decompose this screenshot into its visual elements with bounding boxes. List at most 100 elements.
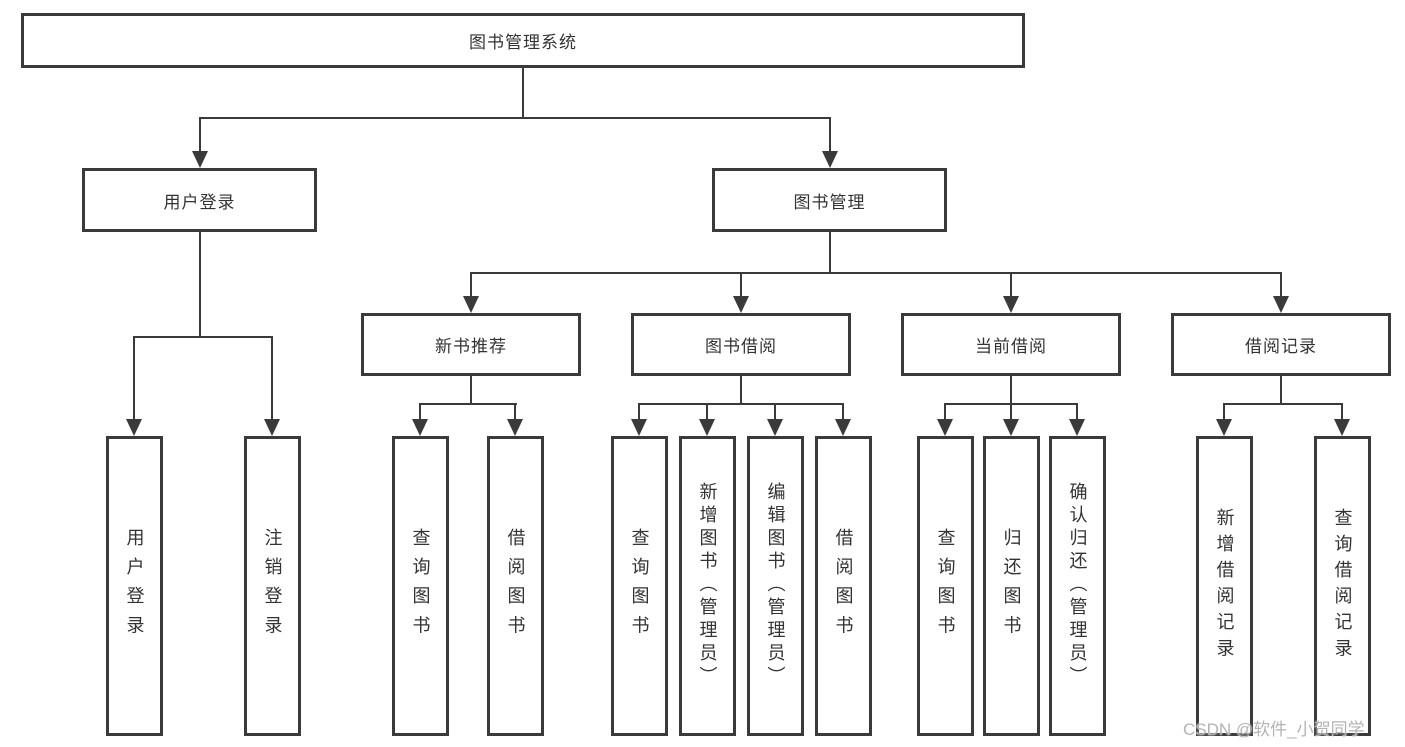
node-book-management-label: 图书管理 [793, 192, 866, 212]
connector-hline-group4 [1223, 403, 1343, 405]
down-arrow-icon [264, 336, 280, 436]
arrow-shaft [1010, 403, 1012, 420]
arrow-shaft [1076, 403, 1078, 420]
down-arrow-icon [1334, 403, 1350, 436]
arrow-head [192, 151, 208, 168]
down-arrow-icon [126, 336, 142, 436]
arrow-head [1216, 419, 1232, 436]
leaf-logout-label: 注销登录 [262, 527, 283, 645]
down-arrow-icon [822, 118, 838, 168]
arrow-head [507, 419, 523, 436]
leaf-user-login-label: 用户登录 [124, 527, 145, 645]
node-root: 图书管理系统 [21, 13, 1025, 68]
down-arrow-icon [1273, 272, 1289, 313]
leaf-return-book-label: 归还图书 [1001, 527, 1022, 645]
leaf-confirm-return-admin-label: 确认归还（管理员） [1067, 482, 1088, 690]
down-arrow-icon [463, 272, 479, 313]
node-user-login-label: 用户登录 [163, 192, 236, 212]
node-current-borrow-label: 当前借阅 [975, 337, 1047, 356]
arrow-head [937, 419, 953, 436]
arrow-head [835, 419, 851, 436]
node-new-book-recommend-label: 新书推荐 [435, 337, 507, 356]
down-arrow-icon [1216, 403, 1232, 436]
leaf-confirm-return-admin: 确认归还（管理员） [1049, 436, 1106, 736]
leaf-return-book: 归还图书 [983, 436, 1040, 736]
node-current-borrow: 当前借阅 [901, 313, 1121, 376]
node-root-label: 图书管理系统 [469, 33, 577, 52]
leaf-query-books-current-label: 查询图书 [935, 527, 956, 645]
connector-vline-group2 [740, 376, 742, 403]
arrow-shaft [470, 272, 472, 297]
arrow-shaft [1341, 403, 1343, 420]
node-user-login: 用户登录 [82, 168, 317, 232]
connector-hline-level2 [199, 117, 831, 119]
leaf-add-borrow-record-label: 新增借阅记录 [1214, 507, 1235, 665]
arrow-head [699, 419, 715, 436]
node-borrow-records: 借阅记录 [1171, 313, 1391, 376]
arrow-shaft [842, 403, 844, 420]
down-arrow-icon [835, 403, 851, 436]
leaf-edit-book-admin-label: 编辑图书（管理员） [765, 482, 786, 690]
connector-vline-root [522, 68, 524, 118]
arrow-shaft [419, 403, 421, 420]
connector-vline-user-login [199, 232, 201, 336]
down-arrow-icon [1069, 403, 1085, 436]
connector-vline-group3 [1010, 376, 1012, 403]
node-borrow-records-label: 借阅记录 [1245, 337, 1317, 356]
down-arrow-icon [937, 403, 953, 436]
down-arrow-icon [767, 403, 783, 436]
arrow-shaft [133, 336, 135, 420]
arrow-head [1334, 419, 1350, 436]
arrow-head [1273, 296, 1289, 313]
connector-hline-level3 [470, 272, 1282, 274]
arrow-shaft [944, 403, 946, 420]
arrow-shaft [638, 403, 640, 420]
leaf-user-login: 用户登录 [106, 436, 163, 736]
connector-vline-group1 [470, 376, 472, 403]
arrow-head [463, 296, 479, 313]
arrow-shaft [271, 336, 273, 420]
down-arrow-icon [1003, 403, 1019, 436]
node-book-borrow: 图书借阅 [631, 313, 851, 376]
down-arrow-icon [733, 272, 749, 313]
arrow-shaft [199, 118, 201, 152]
leaf-query-borrow-record-label: 查询借阅记录 [1332, 507, 1353, 665]
arrow-head [264, 419, 280, 436]
leaf-add-borrow-record: 新增借阅记录 [1196, 436, 1253, 736]
node-new-book-recommend: 新书推荐 [361, 313, 581, 376]
arrow-shaft [829, 118, 831, 152]
leaf-query-books-recommend-label: 查询图书 [410, 527, 431, 645]
leaf-borrow-books-borrow-label: 借阅图书 [833, 527, 854, 645]
arrow-shaft [514, 403, 516, 420]
arrow-shaft [740, 272, 742, 297]
arrow-head [733, 296, 749, 313]
arrow-shaft [1223, 403, 1225, 420]
arrow-head [767, 419, 783, 436]
arrow-shaft [1010, 272, 1012, 297]
leaf-borrow-books-borrow: 借阅图书 [815, 436, 872, 736]
leaf-query-borrow-record: 查询借阅记录 [1314, 436, 1371, 736]
connector-vline-group4 [1280, 376, 1282, 403]
arrow-head [822, 151, 838, 168]
leaf-borrow-books-recommend: 借阅图书 [487, 436, 544, 736]
connector-vline-book-management [829, 232, 831, 272]
down-arrow-icon [507, 403, 523, 436]
arrow-head [412, 419, 428, 436]
down-arrow-icon [1003, 272, 1019, 313]
leaf-query-books-borrow: 查询图书 [611, 436, 668, 736]
node-book-borrow-label: 图书借阅 [705, 337, 777, 356]
arrow-shaft [774, 403, 776, 420]
arrow-shaft [706, 403, 708, 420]
leaf-borrow-books-recommend-label: 借阅图书 [505, 527, 526, 645]
arrow-head [1003, 419, 1019, 436]
connector-hline-group2 [638, 403, 844, 405]
node-book-management: 图书管理 [712, 168, 947, 232]
connector-hline-user-login-group [133, 336, 273, 338]
arrow-head [1069, 419, 1085, 436]
leaf-query-books-current: 查询图书 [917, 436, 974, 736]
arrow-shaft [1280, 272, 1282, 297]
leaf-logout: 注销登录 [244, 436, 301, 736]
down-arrow-icon [412, 403, 428, 436]
leaf-query-books-borrow-label: 查询图书 [629, 527, 650, 645]
